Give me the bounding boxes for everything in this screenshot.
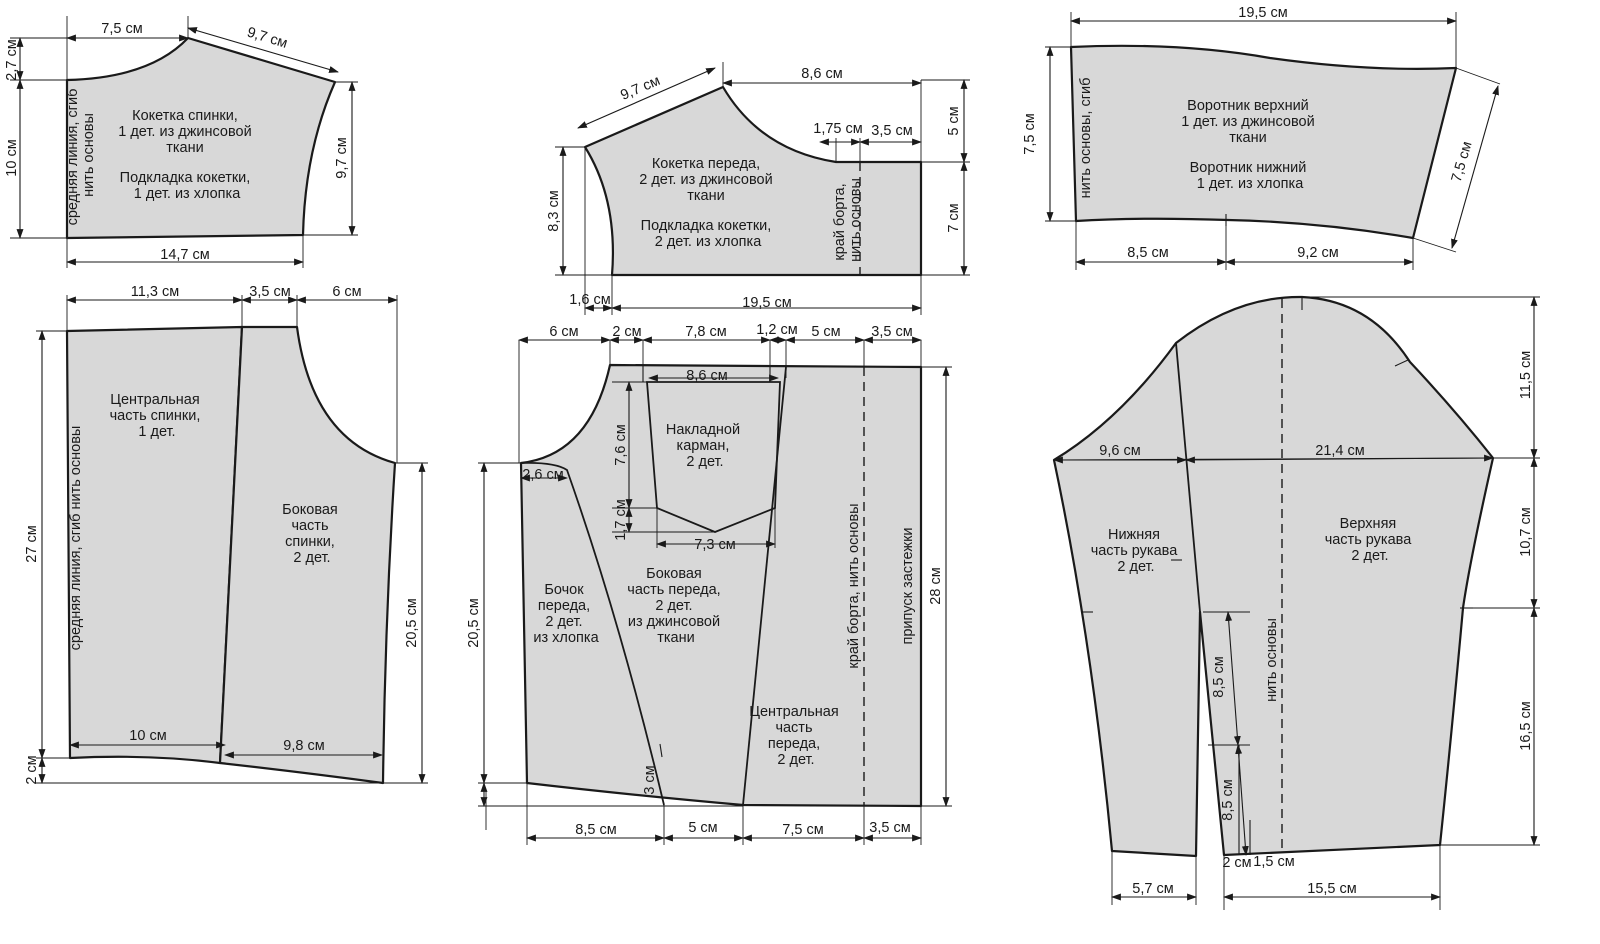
- back-piece: 11,3 см 3,5 см 6 см 27 см 2 см 20,5 см 1…: [24, 284, 428, 785]
- front-edge-label: край борта, нить основы: [846, 503, 862, 668]
- sleeve-vent-upper-dim: 8,5 см: [1211, 656, 1227, 697]
- back-bottom-center-dim: 10 см: [129, 728, 166, 744]
- collar-label: Воротник верхний 1 дет. из джинсовой тка…: [1181, 98, 1318, 192]
- sleeve-vent-gap2-dim: 1,5 см: [1253, 854, 1294, 870]
- front-yoke-placket-dim: 3,5 см: [871, 123, 912, 139]
- back-top-side-dim: 6 см: [332, 284, 361, 300]
- back-yoke-top-dim: 7,5 см: [101, 21, 142, 37]
- sleeve-mid-dim: 10,7 см: [1518, 507, 1534, 556]
- back-side-label: Боковая часть спинки, 2 дет.: [282, 502, 342, 566]
- sleeve-width-left-dim: 9,6 см: [1099, 443, 1140, 459]
- back-bottom-side-dim: 9,8 см: [283, 738, 324, 754]
- front-yoke-piece: 9,7 см 8,6 см 1,75 см 3,5 см 5 см 7 см 8…: [546, 62, 970, 315]
- front-bottom-dim-3: 7,5 см: [782, 822, 823, 838]
- front-yoke-shoulder-dim: 9,7 см: [618, 73, 662, 104]
- front-yoke-offset-dim: 1,6 см: [569, 292, 610, 308]
- front-center-label: Центральная часть переда, 2 дет.: [749, 704, 843, 768]
- front-bottom-dim-4: 3,5 см: [869, 820, 910, 836]
- back-yoke-armhole-dim: 9,7 см: [334, 137, 350, 178]
- front-side-height-dim: 20,5 см: [466, 598, 482, 647]
- sleeve-upper-label: Верхняя часть рукава 2 дет.: [1325, 516, 1416, 564]
- front-top-dim-6: 3,5 см: [871, 324, 912, 340]
- sleeve-vent-gap1-dim: 2 см: [1222, 855, 1251, 871]
- sleeve-grain-label: нить основы: [1264, 618, 1280, 702]
- front-piece: 6 см 2 см 7,8 см 1,2 см 5 см 3,5 см 8,6 …: [466, 322, 952, 845]
- collar-piece: 19,5 см 7,5 см 7,5 см 8,5 см 9,2 см нить…: [1022, 5, 1501, 270]
- back-yoke-height-dim: 10 см: [4, 139, 20, 176]
- collar-bottom-left-dim: 8,5 см: [1127, 245, 1168, 261]
- sleeve-cap-dim: 11,5 см: [1518, 351, 1534, 399]
- back-top-gap-dim: 3,5 см: [249, 284, 290, 300]
- collar-top-dim: 19,5 см: [1238, 5, 1287, 21]
- collar-bottom-right-dim: 9,2 см: [1297, 245, 1338, 261]
- sleeve-piece: 9,6 см 21,4 см 11,5 см 10,7 см 16,5 см 8…: [1052, 295, 1540, 910]
- back-yoke-label: Кокетка спинки, 1 дет. из джинсовой ткан…: [118, 108, 255, 202]
- pocket-height-dim: 7,6 см: [613, 424, 629, 465]
- front-top-dim-3: 7,8 см: [685, 324, 726, 340]
- bochok-width-dim: 2,6 см: [522, 467, 563, 483]
- front-yoke-label: Кокетка переда, 2 дет. из джинсовой ткан…: [639, 156, 776, 250]
- back-side-height-dim: 20,5 см: [404, 598, 420, 647]
- front-yoke-facing-dim: 1,75 см: [813, 121, 862, 137]
- front-bottom-dim-2: 5 см: [688, 820, 717, 836]
- back-yoke-neck-drop-dim: 2,7 см: [4, 39, 20, 80]
- back-yoke-bottom-dim: 14,7 см: [160, 247, 209, 263]
- pocket-width-dim: 8,6 см: [686, 368, 727, 384]
- bochok-label: Бочок переда, 2 дет. из хлопка: [533, 582, 599, 646]
- front-yoke-edge-label: край борта, нить основы: [832, 178, 864, 262]
- back-fold-label: средняя линия, сгиб нить основы: [68, 426, 84, 651]
- pocket-point-dim: 1,7 см: [613, 499, 629, 540]
- back-height-dim: 27 см: [24, 525, 40, 562]
- sleeve-vent-lower-dim: 8,5 см: [1220, 779, 1236, 820]
- front-side-label: Боковая часть переда, 2 дет. из джинсово…: [627, 566, 724, 646]
- front-yoke-armhole-height-dim: 8,3 см: [546, 190, 562, 231]
- front-top-dim-4: 1,2 см: [756, 322, 797, 338]
- front-top-dim-5: 5 см: [811, 324, 840, 340]
- front-height-dim: 28 см: [928, 567, 944, 604]
- pocket-label: Накладной карман, 2 дет.: [666, 422, 744, 470]
- back-top-center-dim: 11,3 см: [131, 284, 179, 300]
- back-center-label: Центральная часть спинки, 1 дет.: [110, 392, 205, 440]
- front-yoke-top-dim: 8,6 см: [801, 66, 842, 82]
- front-placket-label: припуск застежки: [900, 527, 916, 644]
- front-yoke-lower-height-dim: 7 см: [946, 203, 962, 232]
- back-yoke-shoulder-dim: 9,7 см: [245, 24, 289, 51]
- front-top-dim-2: 2 см: [612, 324, 641, 340]
- collar-height-dim: 7,5 см: [1022, 113, 1038, 154]
- front-yoke-upper-height-dim: 5 см: [946, 106, 962, 135]
- sleeve-under-label: Нижняя часть рукава 2 дет.: [1091, 527, 1182, 575]
- sleeve-bottom-left-dim: 5,7 см: [1132, 881, 1173, 897]
- front-yoke-bottom-dim: 19,5 см: [742, 295, 791, 311]
- front-top-dim-1: 6 см: [549, 324, 578, 340]
- sleeve-bottom-right-dim: 15,5 см: [1307, 881, 1356, 897]
- front-bottom-dim-1: 8,5 см: [575, 822, 616, 838]
- back-yoke-fold-label: средняя линия, сгиб нить основы: [65, 85, 97, 226]
- back-yoke-piece: 7,5 см 9,7 см 2,7 см 10 см 14,7 см 9,7 с…: [4, 16, 358, 268]
- back-hem-drop-dim: 2 см: [24, 755, 40, 784]
- pocket-bottom-width-dim: 7,3 см: [694, 537, 735, 553]
- front-dart-dim: 3 см: [642, 765, 658, 794]
- sleeve-lower-dim: 16,5 см: [1518, 701, 1534, 750]
- collar-fold-label: нить основы, сгиб: [1078, 78, 1094, 199]
- sleeve-width-right-dim: 21,4 см: [1315, 443, 1364, 459]
